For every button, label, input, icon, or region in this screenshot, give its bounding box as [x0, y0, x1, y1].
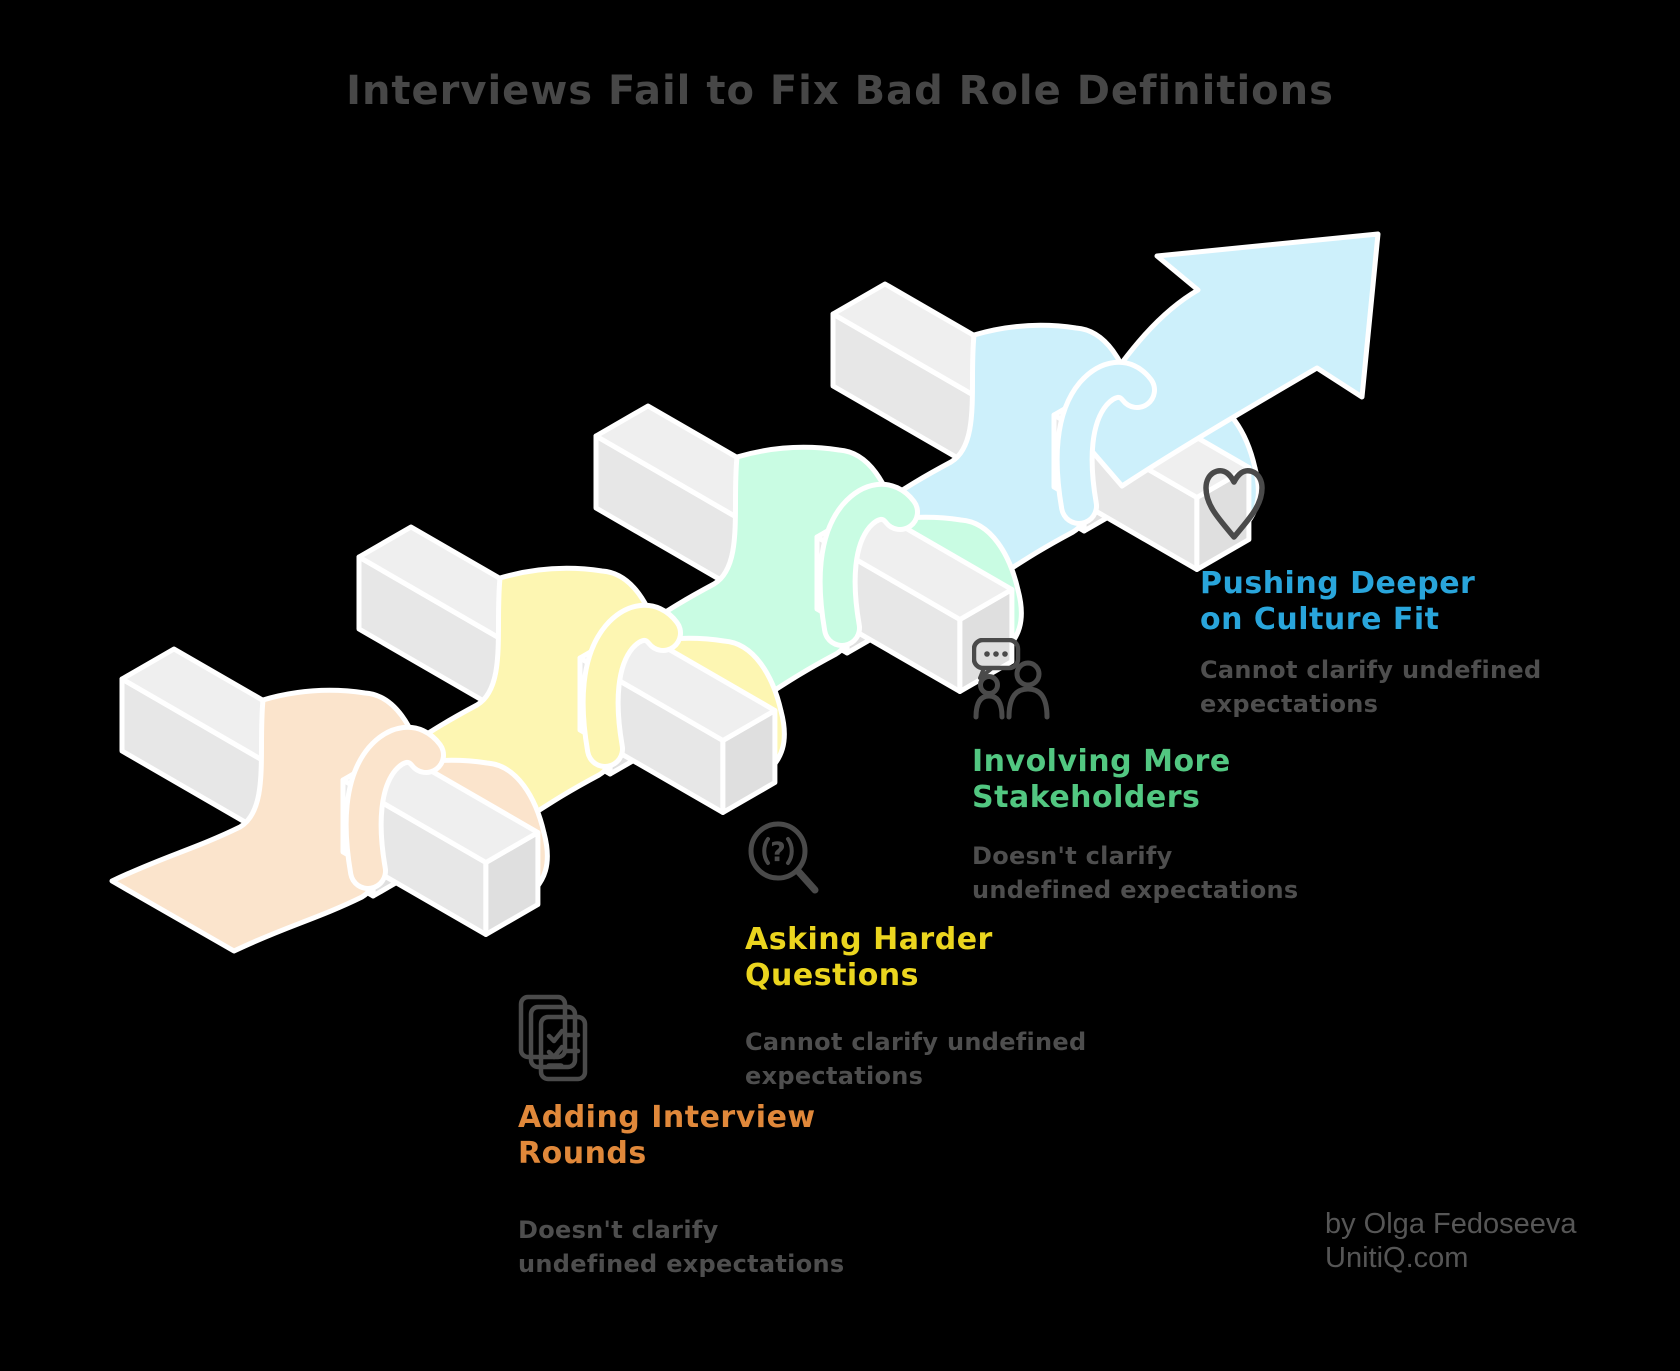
step-1-description: Doesn't clarify undefined expectations	[518, 1216, 845, 1278]
heart-icon	[1200, 458, 1268, 548]
gate-2-loop	[580, 603, 683, 769]
step-2-description: Cannot clarify undefined expectations	[745, 1028, 1087, 1090]
step-4-description: Cannot clarify undefined expectations	[1200, 656, 1542, 718]
gate-3-loop	[817, 482, 920, 648]
svg-text:?: ?	[770, 837, 786, 868]
step-3-description: Doesn't clarify undefined expectations	[972, 842, 1299, 904]
step-4-heading: Pushing Deeper on Culture Fit	[1200, 566, 1476, 637]
people-discussion-icon	[971, 637, 1056, 724]
page-title: Interviews Fail to Fix Bad Role Definiti…	[346, 68, 1334, 114]
attribution-site: UnitiQ.com	[1325, 1242, 1469, 1274]
attribution-author: by Olga Fedoseeva	[1325, 1208, 1577, 1240]
gate-1-loop	[343, 725, 446, 891]
step-2-heading: Asking Harder Questions	[745, 922, 993, 993]
checklist-documents-icon	[518, 994, 596, 1090]
question-magnifier-icon: ?	[745, 818, 825, 906]
step-3-heading: Involving More Stakeholders	[972, 744, 1231, 815]
gate-4-loop	[1054, 360, 1157, 526]
step-1-heading: Adding Interview Rounds	[518, 1100, 816, 1171]
